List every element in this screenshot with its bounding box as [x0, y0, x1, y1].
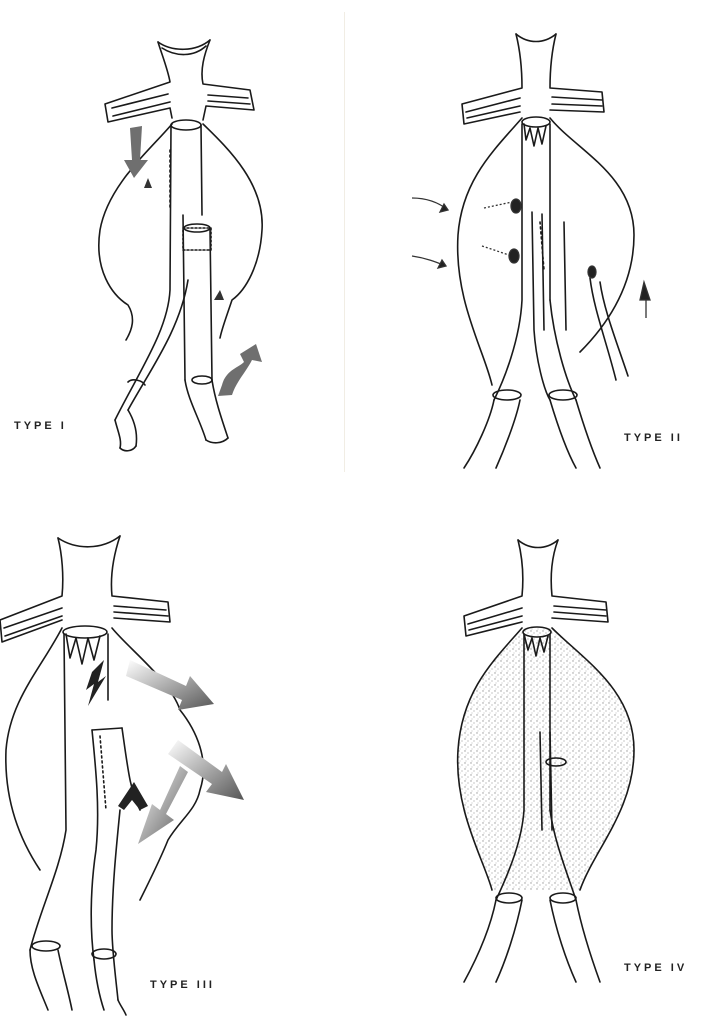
aneurysm-sac-right — [550, 118, 634, 352]
endoleak-arrows-type3 — [86, 660, 244, 844]
aneurysm-sac-left — [6, 628, 62, 870]
type-3-label: TYPE III — [150, 979, 215, 991]
panel-type-3: TYPE III — [0, 510, 344, 1019]
panel-type-4: TYPE IV — [344, 510, 708, 1019]
aorta-upper-right-wall — [202, 40, 254, 120]
type-4-drawing — [344, 510, 708, 1019]
panel-type-1: TYPE I — [0, 0, 344, 470]
type-2-drawing — [344, 0, 708, 470]
type-1-drawing — [0, 0, 344, 470]
type-4-label: TYPE IV — [624, 962, 687, 974]
proximal-leak-arrow — [124, 126, 148, 178]
distal-leak-arrow — [218, 344, 262, 396]
type-1-label: TYPE I — [14, 420, 67, 432]
type-2-label: TYPE II — [624, 432, 683, 444]
type-3-drawing — [0, 510, 344, 1019]
aneurysm-sac — [458, 628, 634, 890]
aneurysm-sac-right — [203, 124, 262, 338]
panel-type-2: TYPE II — [344, 0, 708, 470]
endoleak-arrows-type2 — [412, 198, 650, 318]
